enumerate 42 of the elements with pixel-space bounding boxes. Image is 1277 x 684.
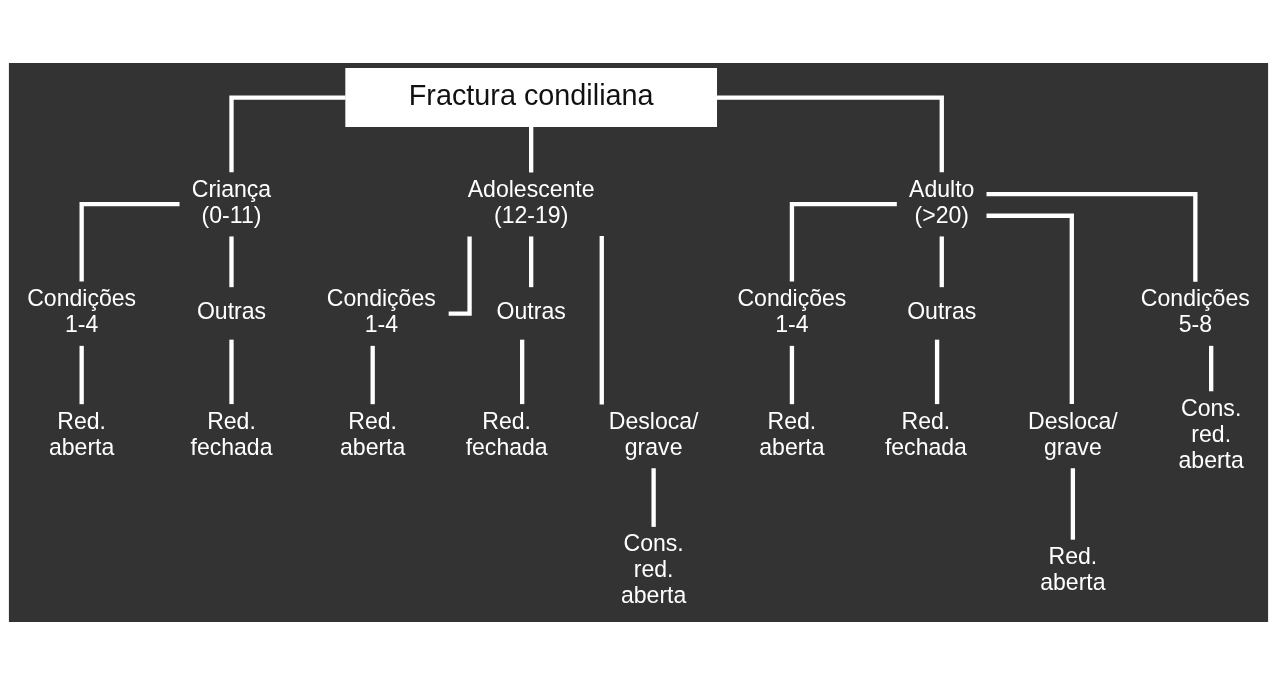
node-text: Red. aberta [1040, 542, 1106, 595]
connector [1070, 467, 1076, 540]
connector [79, 345, 84, 404]
connector [79, 201, 180, 281]
node-text: Red. fechada [465, 407, 548, 460]
connector [651, 467, 656, 527]
connector [1209, 345, 1214, 391]
connector [934, 339, 940, 404]
node-text: Condições 1-4 [326, 284, 436, 337]
node-text: Criança (0-11) [191, 175, 272, 228]
node-text: Outras [196, 297, 267, 324]
node-text: Condições 5-8 [1140, 284, 1250, 337]
node-text: Cons. red. aberta [1178, 394, 1244, 473]
node-text: Desloca/ grave [608, 407, 699, 460]
connector [370, 345, 375, 404]
node-text: Condições 1-4 [737, 284, 847, 337]
node-text: Adulto (>20) [909, 175, 975, 228]
node-text: Red. aberta [759, 407, 825, 460]
connector [529, 235, 534, 287]
node-text: Cons. red. aberta [620, 529, 687, 608]
connector [520, 339, 525, 404]
connector [789, 345, 795, 404]
node-text: Red. aberta [48, 407, 115, 460]
connector [229, 339, 234, 404]
connector [789, 201, 897, 281]
node-text: Adolescente (12-19) [467, 175, 595, 228]
node-text: Outras [907, 297, 977, 324]
node-box: Fractura condiliana [345, 67, 717, 127]
node-text: Red. fechada [884, 407, 967, 460]
node-text: Desloca/ grave [1028, 407, 1118, 460]
connector [529, 126, 534, 172]
connector [939, 235, 944, 287]
node-text: Outras [496, 297, 566, 324]
connector [986, 191, 1198, 282]
node-text: Condições 1-4 [27, 284, 137, 337]
connector [229, 235, 234, 287]
node-text: Red. aberta [340, 407, 406, 460]
connector [716, 94, 944, 172]
connector [229, 94, 346, 172]
node-text: Red. fechada [190, 407, 273, 460]
connector [599, 235, 604, 404]
connector [986, 213, 1074, 404]
